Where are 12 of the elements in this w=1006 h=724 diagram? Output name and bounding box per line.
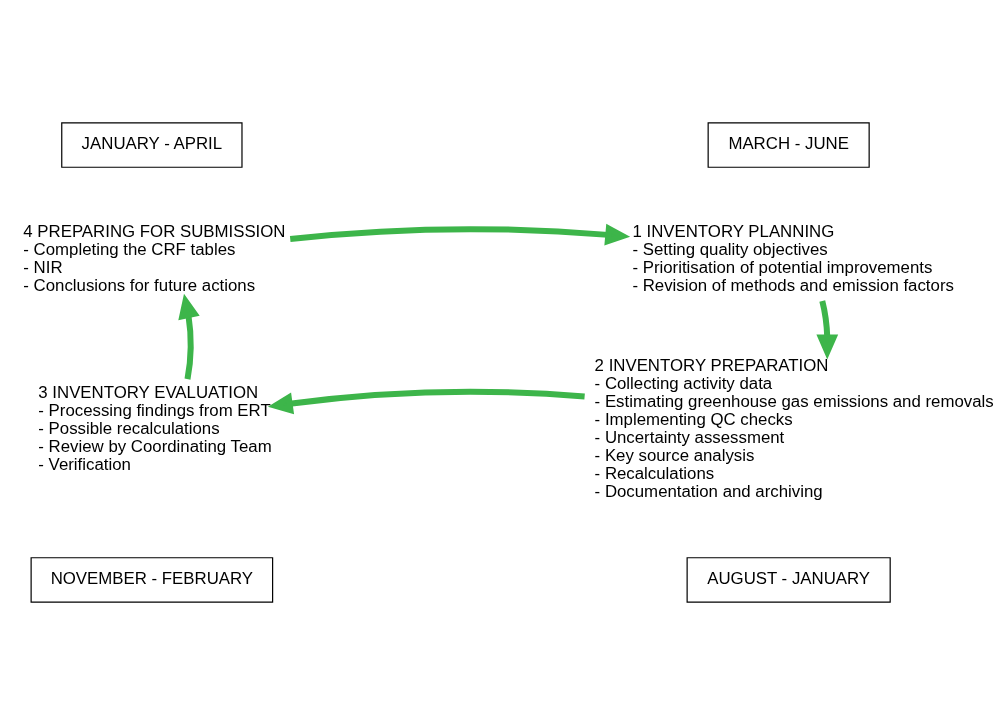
node-box: JANUARY - APRIL <box>61 121 243 168</box>
arrow <box>178 293 200 380</box>
node-box: NOVEMBER - FEBRUARY <box>30 556 274 603</box>
arrow <box>267 388 585 414</box>
node-box: AUGUST - JANUARY <box>686 556 891 603</box>
node-text: 1 INVENTORY PLANNING - Setting quality objectives - Prioritisation of potential improvements - Revision of methods and emission factors <box>632 221 954 295</box>
node-text: 2 INVENTORY PREPARATION - Collecting activity data - Estimating greenhouse gas emissions and removals - Implementing QC checks - Uncertainty assessment - Key source analysis - Recalculations - Documentation and archiving <box>594 355 994 501</box>
arrow <box>816 299 839 359</box>
node-text: 4 PREPARING FOR SUBMISSION - Completing the CRF tables - NIR - Conclusions for future actions <box>23 221 286 295</box>
node-box: MARCH - JUNE <box>707 121 870 168</box>
arrow <box>289 223 631 245</box>
node-text: 3 INVENTORY EVALUATION - Processing findings from ERT - Possible recalculations - Review by Coordinating Team - Verification <box>38 382 272 474</box>
